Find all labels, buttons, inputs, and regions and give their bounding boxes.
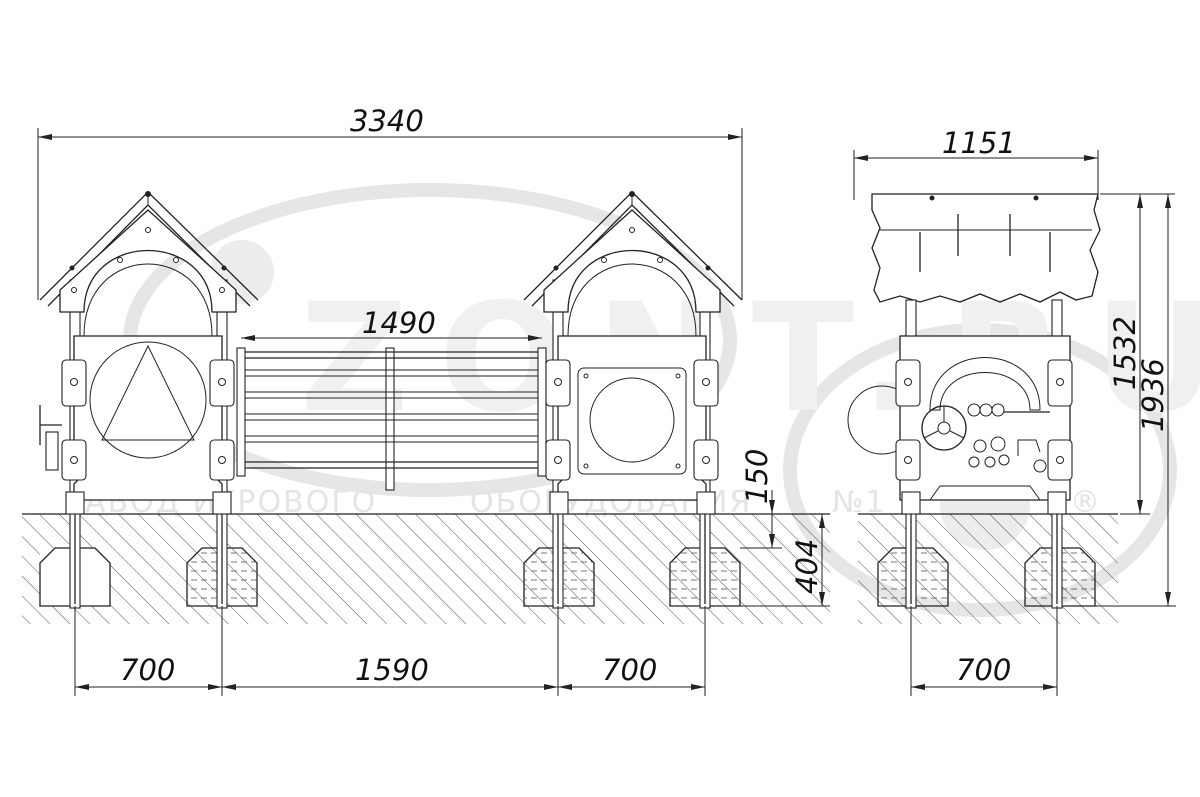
dim-depth-404: 404 xyxy=(790,539,824,594)
dimension-lines xyxy=(37,128,1176,696)
dim-fence-length: 1490 xyxy=(362,306,436,340)
dim-left-spacing: 700 xyxy=(120,653,175,687)
side-view xyxy=(847,193,1101,609)
left-house xyxy=(39,191,259,609)
dim-overall-length: 3340 xyxy=(350,104,424,138)
dim-side-spacing: 700 xyxy=(956,653,1011,687)
dim-depth-150: 150 xyxy=(740,449,774,504)
dim-side-height-1936: 1936 xyxy=(1136,358,1170,432)
dim-side-height-1532: 1532 xyxy=(1108,316,1142,390)
dim-right-spacing: 700 xyxy=(602,653,657,687)
fence xyxy=(236,347,547,491)
dim-middle-spacing: 1590 xyxy=(355,653,429,687)
right-house xyxy=(523,191,743,609)
anchor-rods xyxy=(74,514,1058,604)
dim-side-width: 1151 xyxy=(942,126,1016,160)
